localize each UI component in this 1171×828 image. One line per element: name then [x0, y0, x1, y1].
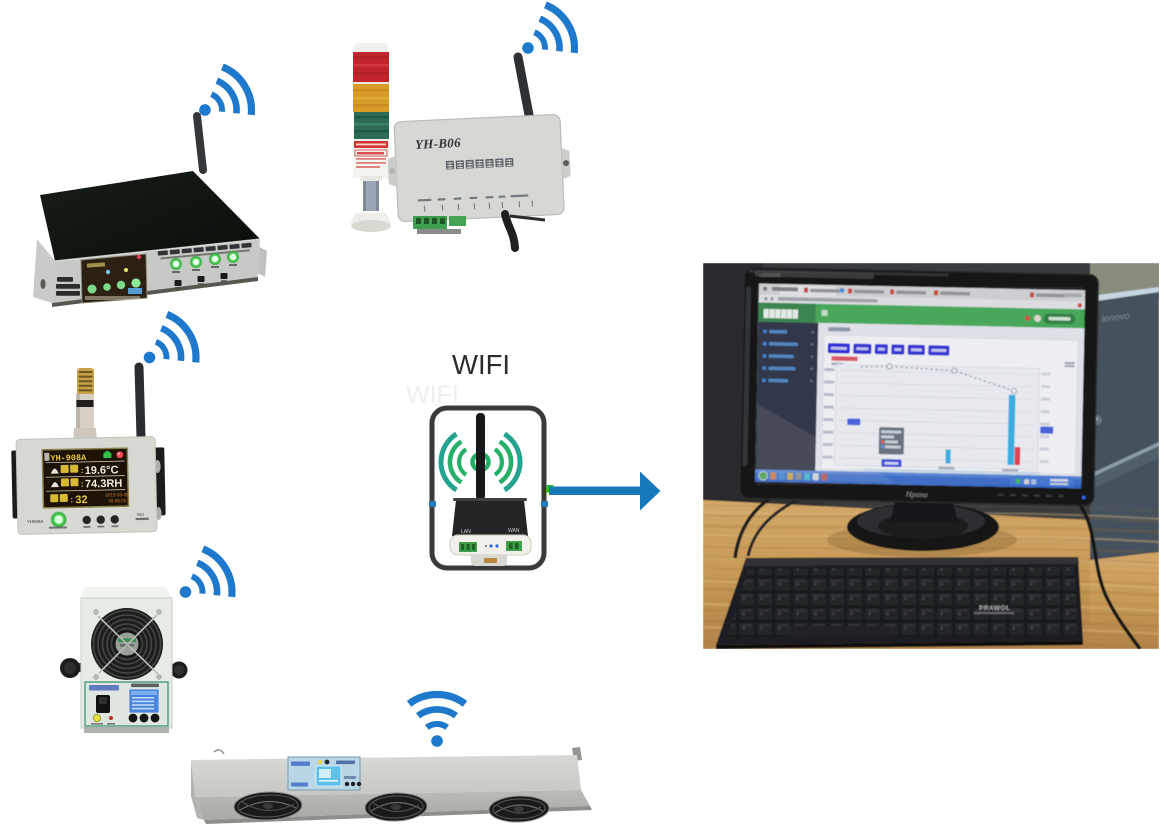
svg-text::: :: [80, 467, 85, 476]
svg-text:19.6°C: 19.6°C: [85, 464, 119, 477]
svg-text:2019-03-05: 2019-03-05: [105, 492, 129, 498]
svg-text:LAN: LAN: [461, 529, 471, 535]
svg-text:WIFI: WIFI: [452, 349, 510, 380]
svg-text:09:08:05: 09:08:05: [108, 498, 126, 503]
svg-text:32: 32: [75, 494, 87, 506]
svg-text:74.3RH: 74.3RH: [85, 478, 123, 491]
svg-text::: :: [80, 481, 85, 490]
svg-text:WIFI: WIFI: [406, 381, 459, 409]
svg-text:YH-908A: YH-908A: [50, 453, 87, 464]
svg-text:YH908A: YH908A: [27, 519, 44, 524]
svg-text::: :: [69, 496, 74, 505]
svg-text:433: 433: [137, 512, 145, 517]
svg-text:WAN: WAN: [508, 528, 520, 534]
svg-text:YH-B06: YH-B06: [415, 135, 462, 152]
